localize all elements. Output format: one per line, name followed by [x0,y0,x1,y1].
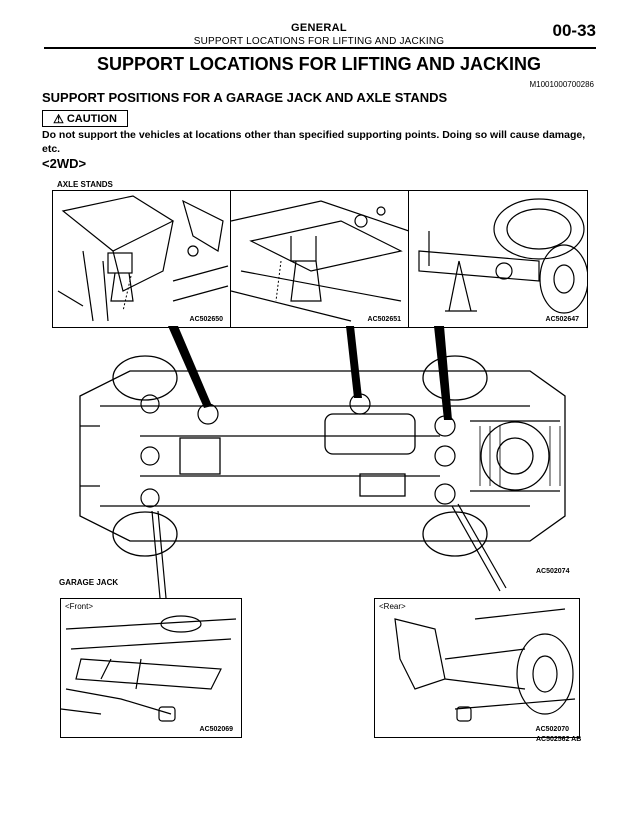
figure-code-2: AC502651 [367,316,401,323]
subsection-title: SUPPORT LOCATIONS FOR LIFTING AND JACKIN… [193,36,445,47]
garage-jack-rear-figure: <Rear> AC502070 [374,598,580,738]
axle-stand-figure-2: AC502651 [230,190,410,328]
garage-jack-label: GARAGE JACK [59,578,119,587]
underbody-figure-code: AC502074 [536,568,570,575]
caution-box: ⚠ CAUTION [42,110,128,127]
document-id: M1001000700286 [529,80,594,89]
axle-stand-drawing-1 [57,195,229,322]
front-label: <Front> [65,602,94,611]
front-jack-drawing [61,615,237,722]
figure-code-1: AC502650 [189,316,223,323]
rear-label: <Rear> [379,602,406,611]
axle-stand-figure-1: AC502650 [52,190,232,328]
page-title: SUPPORT LOCATIONS FOR LIFTING AND JACKIN… [97,54,541,74]
section-subheading: SUPPORT POSITIONS FOR A GARAGE JACK AND … [42,90,448,105]
front-figure-code: AC502069 [199,726,233,733]
caution-label: CAUTION [66,112,117,125]
rear-figure-code: AC502070 [535,726,569,733]
drive-type-label: <2WD> [42,156,87,171]
garage-jack-front-figure: <Front> AC502069 [60,598,242,738]
figure-code-3: AC502647 [545,316,579,323]
rear-jack-drawing [394,608,576,722]
caution-text: Do not support the vehicles at locations… [42,129,586,155]
page-number: 00-33 [552,21,596,40]
axle-stand-figure-3: AC502647 [408,190,588,328]
warning-triangle-icon: ⚠ [53,111,64,126]
vehicle-underbody-drawing [79,326,566,599]
axle-stands-label: AXLE STANDS [57,180,113,189]
bottom-figure-code: AC502562 AB [536,736,582,743]
header-rule [44,47,596,49]
section-title: GENERAL [291,22,347,34]
axle-stand-drawing-2 [231,200,409,322]
axle-stand-drawing-3 [418,198,587,314]
